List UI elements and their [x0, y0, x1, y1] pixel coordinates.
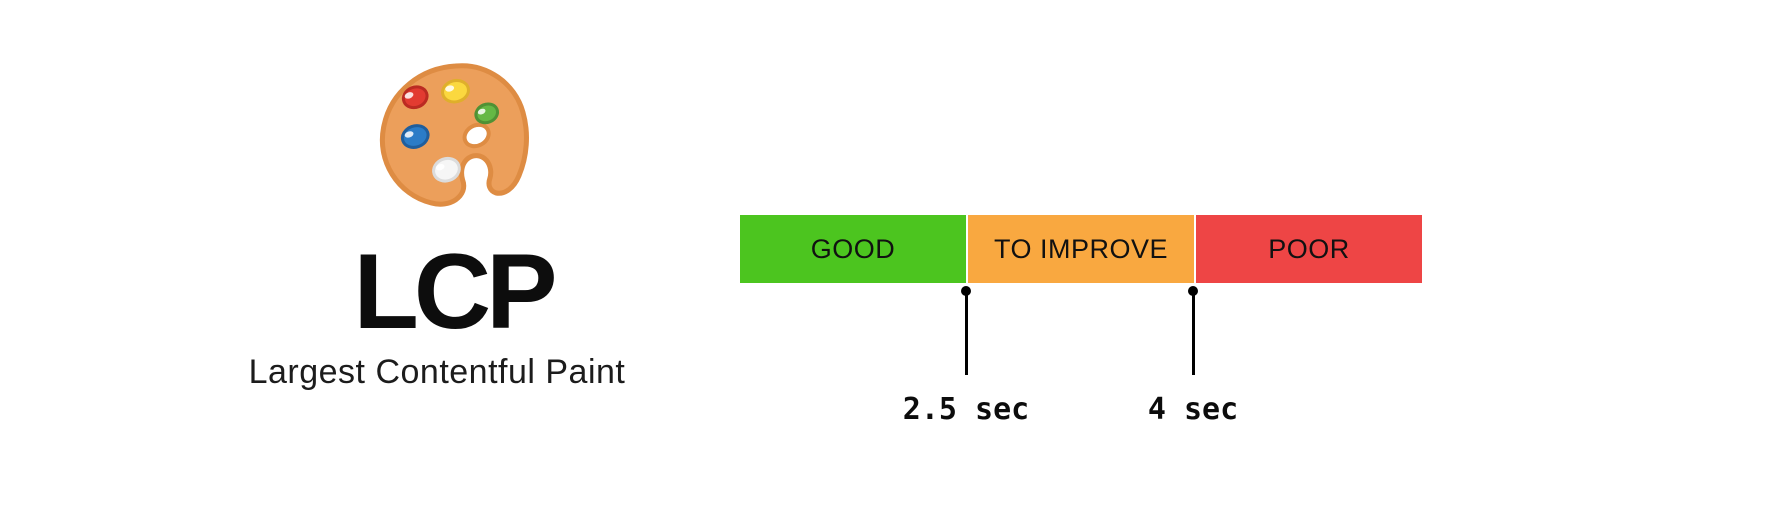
- threshold-scale-bar: GOOD TO IMPROVE POOR: [740, 215, 1422, 283]
- marker-line: [1191, 295, 1195, 375]
- segment-to-improve: TO IMPROVE: [968, 215, 1194, 283]
- segment-poor: POOR: [1196, 215, 1422, 283]
- artist-palette-icon: [380, 63, 529, 207]
- segment-good: GOOD: [740, 215, 966, 283]
- threshold-label-2-5-sec: 2.5 sec: [902, 392, 1030, 427]
- marker-dot-icon: [1188, 286, 1198, 296]
- marker-dot-icon: [961, 286, 971, 296]
- threshold-marker-4-sec: 4 sec: [1113, 286, 1273, 427]
- metric-full-name: Largest Contentful Paint: [248, 353, 626, 391]
- threshold-label-4-sec: 4 sec: [1147, 392, 1239, 427]
- metric-abbreviation: LCP: [353, 231, 558, 351]
- threshold-marker-2-5-sec: 2.5 sec: [886, 286, 1046, 427]
- marker-line: [964, 295, 968, 375]
